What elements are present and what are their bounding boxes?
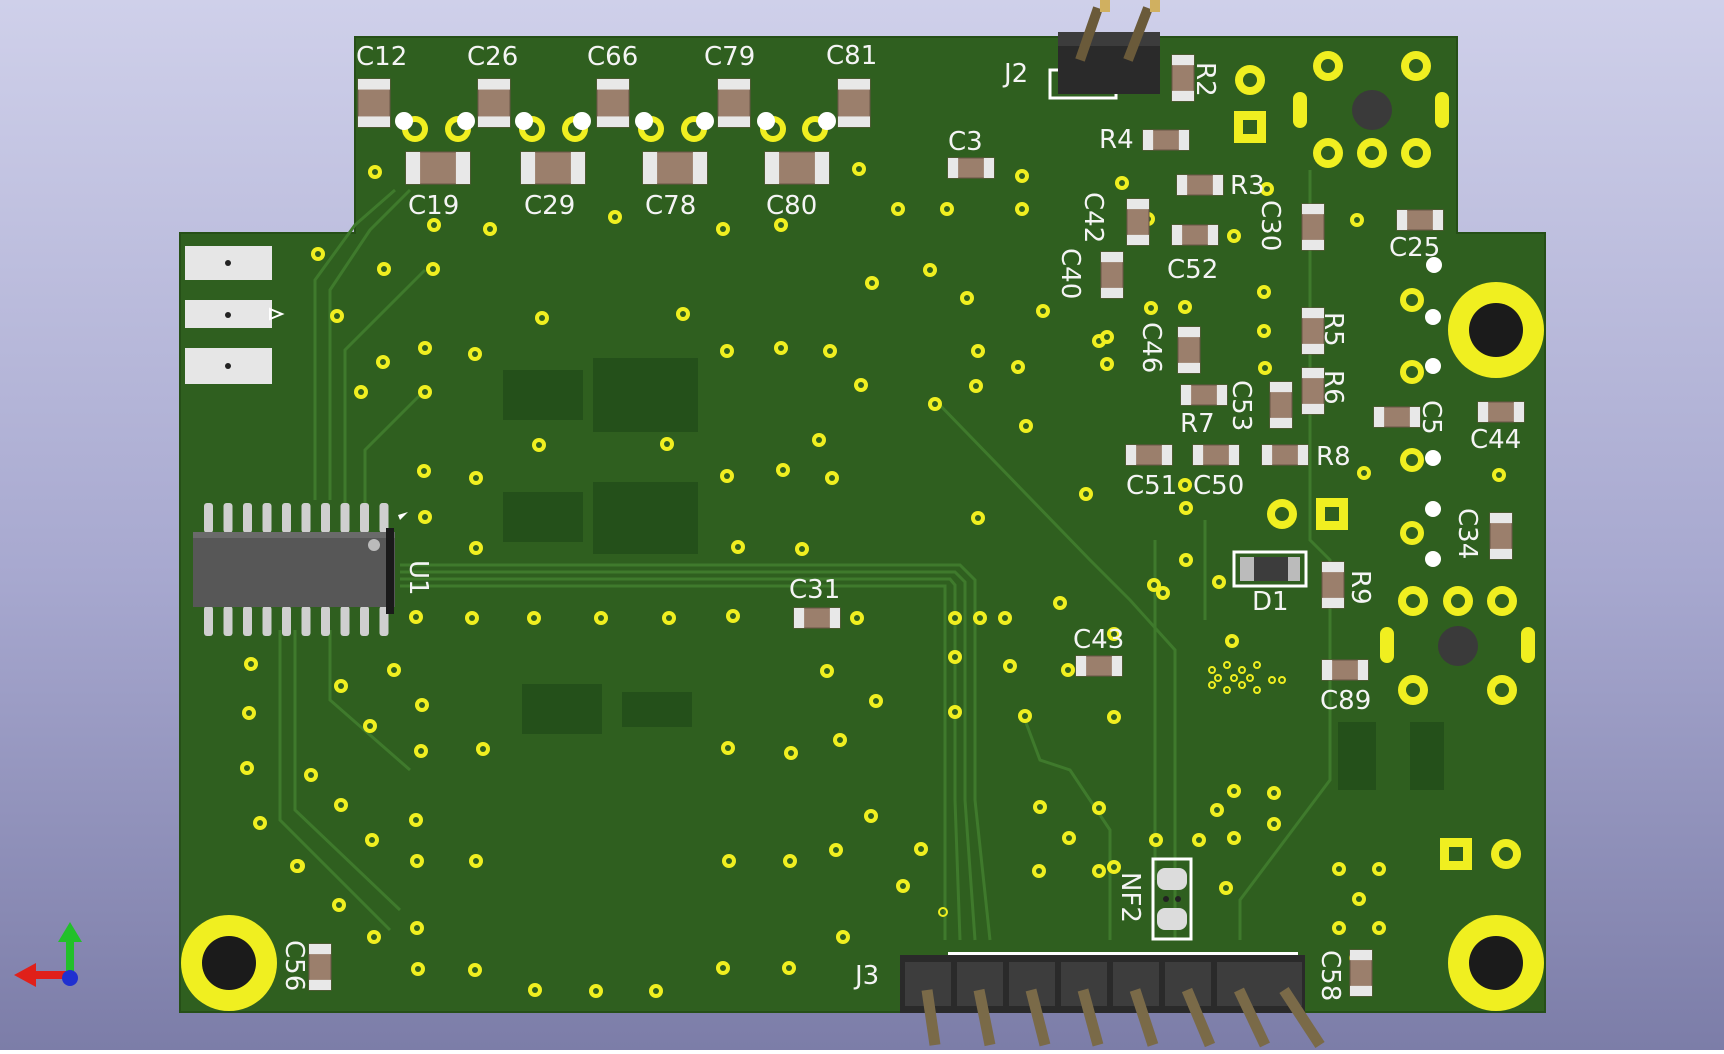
- silk-label-c79: C79: [704, 42, 755, 72]
- silk-label-c51: C51: [1126, 471, 1177, 501]
- silk-label-c66: C66: [587, 42, 638, 72]
- u1-pin: [204, 503, 213, 533]
- silk-label-c81: C81: [826, 41, 877, 71]
- silk-label-r9: R9: [1345, 570, 1375, 605]
- silk-label-c53: C53: [1226, 380, 1256, 431]
- u1-pin: [223, 606, 233, 636]
- silk-label-c80: C80: [766, 191, 817, 221]
- copper-traces: [278, 170, 1332, 941]
- mounting-holes: [181, 282, 1544, 1011]
- tht-pads: [1234, 51, 1535, 870]
- silk-label-nf2: NF2: [1115, 872, 1145, 923]
- silk-label-r6: R6: [1318, 370, 1348, 405]
- silk-label-d1: D1: [1252, 587, 1289, 617]
- u1-pin: [360, 606, 369, 636]
- silk-label-c30: C30: [1255, 200, 1285, 251]
- u1-pin: [223, 503, 233, 533]
- silk-label-c52: C52: [1167, 255, 1218, 285]
- silk-label-c34: C34: [1452, 508, 1482, 559]
- u1-pin: [243, 503, 252, 533]
- silk-label-c50: C50: [1193, 471, 1244, 501]
- axis-gizmo[interactable]: [14, 922, 82, 987]
- silk-label-j2: J2: [1002, 59, 1028, 89]
- u1-pin: [340, 606, 350, 636]
- pcb-board: [179, 36, 1546, 1013]
- silk-label-r8: R8: [1316, 442, 1351, 472]
- silk-label-c56: C56: [279, 940, 309, 991]
- u1-pin: [204, 606, 213, 636]
- d1-diode: [1232, 550, 1308, 588]
- silk-label-c43: C43: [1073, 625, 1124, 655]
- silk-label-c29: C29: [524, 191, 575, 221]
- silk-label-r3: R3: [1230, 171, 1265, 201]
- u1-pin: [321, 503, 330, 533]
- silk-label-c78: C78: [645, 191, 696, 221]
- u1-pin: [301, 503, 311, 533]
- bga-fanout: [938, 661, 1286, 917]
- silk-label-c26: C26: [467, 42, 518, 72]
- via-group: [240, 162, 1506, 998]
- nf2-component: [1151, 857, 1193, 941]
- silk-label-c5: C5: [1416, 400, 1446, 435]
- u1-pin: [282, 503, 291, 533]
- u1-pin: [282, 606, 291, 636]
- u1-pin: [379, 503, 389, 533]
- silk-label-c3: C3: [948, 127, 983, 157]
- silk-label-c42: C42: [1078, 192, 1108, 243]
- j2-pin-header: [1048, 0, 1160, 100]
- silk-label-r5: R5: [1318, 312, 1348, 347]
- silk-label-c31: C31: [789, 575, 840, 605]
- silk-label-c44: C44: [1470, 425, 1521, 455]
- smd-passives: [308, 54, 1525, 997]
- u1-pin: [262, 606, 272, 636]
- silk-label-c46: C46: [1136, 322, 1166, 373]
- u1-pin: [321, 606, 330, 636]
- silk-label-c12: C12: [356, 42, 407, 72]
- u1-pin: [301, 606, 311, 636]
- silk-label-c89: C89: [1320, 686, 1371, 716]
- copper-pour-areas: [503, 358, 1444, 790]
- bypass-pads-right: [1400, 257, 1442, 567]
- u1-ic-package: [193, 503, 408, 636]
- u1-pin: [360, 503, 369, 533]
- edge-pads-left: [185, 246, 285, 384]
- silk-label-c58: C58: [1315, 950, 1345, 1001]
- silk-label-r4: R4: [1099, 125, 1134, 155]
- u1-pin: [243, 606, 252, 636]
- silk-label-c19: C19: [408, 191, 459, 221]
- silk-label-c25: C25: [1389, 233, 1440, 263]
- u1-pin: [340, 503, 350, 533]
- bypass-pads-top: [395, 112, 836, 142]
- u1-pin: [262, 503, 272, 533]
- silk-label-r2: R2: [1190, 62, 1220, 97]
- silk-label-r7: R7: [1180, 409, 1215, 439]
- j3-pin-header: [900, 952, 1325, 1049]
- silk-label-c40: C40: [1055, 248, 1085, 299]
- silk-label-j3: J3: [853, 961, 879, 991]
- silk-label-u1: U1: [403, 560, 433, 596]
